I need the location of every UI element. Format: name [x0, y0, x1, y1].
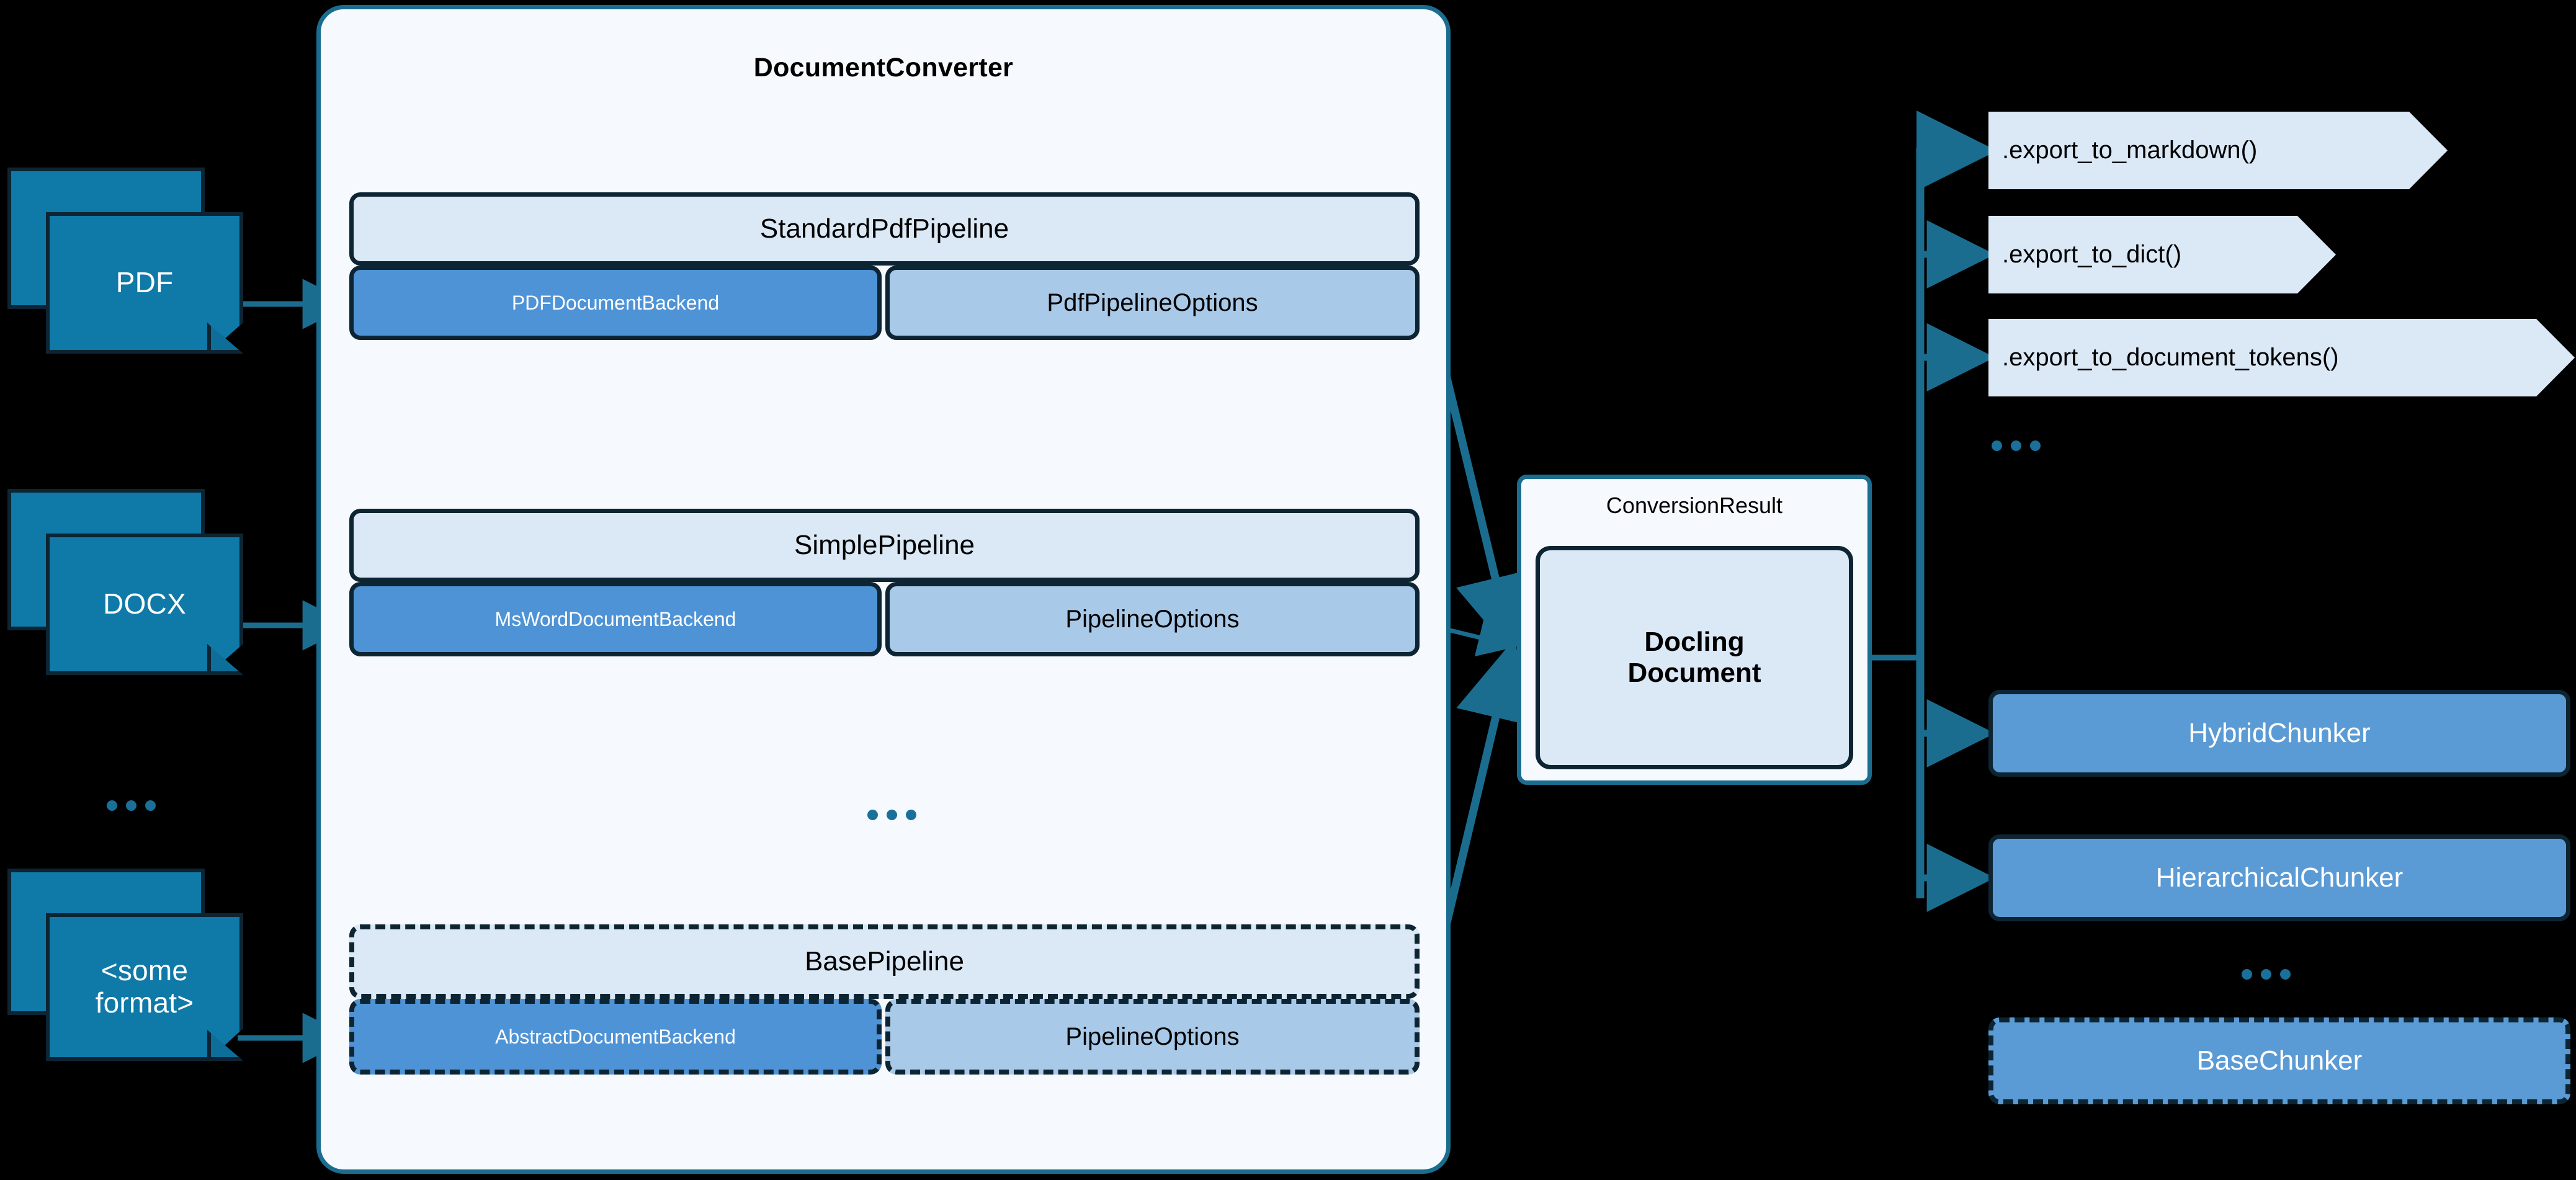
docling-document-node[interactable]: Docling Document	[1536, 546, 1853, 769]
pipeline-options-pipelineoptions[interactable]: PipelineOptions	[885, 582, 1420, 656]
export-label: .export_to_dict()	[2002, 241, 2182, 268]
options-name: PipelineOptions	[1065, 605, 1240, 633]
export-to-markdown-node[interactable]: .export_to_markdown()	[1988, 112, 2448, 189]
export-label: .export_to_document_tokens()	[2002, 344, 2339, 371]
pipeline-name: BasePipeline	[805, 946, 964, 977]
converter-ellipsis	[867, 810, 916, 820]
export-to-document-tokens-node[interactable]: .export_to_document_tokens()	[1988, 319, 2575, 396]
input-doc-label-line2: format>	[95, 986, 194, 1019]
page-title: DocumentConverter	[753, 53, 1014, 83]
options-name: PdfPipelineOptions	[1047, 288, 1258, 316]
pipeline-backend-abstractbackend[interactable]: AbstractDocumentBackend	[349, 999, 882, 1075]
pipeline-options-basepipelineoptions[interactable]: PipelineOptions	[885, 999, 1420, 1075]
pipeline-head-simplepipeline[interactable]: SimplePipeline	[349, 509, 1420, 582]
exports-ellipsis	[1992, 440, 2041, 451]
options-name: PipelineOptions	[1065, 1022, 1240, 1050]
docling-document-line2: Document	[1627, 658, 1761, 688]
chunker-hierarchicalchunker[interactable]: HierarchicalChunker	[1988, 834, 2570, 921]
docling-document-line1: Docling	[1644, 626, 1745, 657]
backend-name: MsWordDocumentBackend	[494, 607, 736, 630]
chunker-label: HybridChunker	[2188, 718, 2371, 748]
pipeline-name: SimplePipeline	[794, 530, 975, 560]
backend-name: PDFDocumentBackend	[511, 291, 720, 314]
input-doc-label: PDF	[115, 266, 174, 299]
input-doc-some-format[interactable]: <some format>	[7, 869, 243, 1061]
pipeline-name: StandardPdfPipeline	[759, 213, 1009, 244]
input-doc-pdf[interactable]: PDF	[7, 168, 243, 354]
pipeline-backend-pdfdocumentbackend[interactable]: PDFDocumentBackend	[349, 266, 882, 340]
chunkers-ellipsis	[2242, 969, 2291, 980]
backend-name: AbstractDocumentBackend	[495, 1025, 736, 1048]
inputs-ellipsis	[107, 800, 156, 811]
chunker-label: HierarchicalChunker	[2155, 862, 2404, 893]
pipeline-head-standardpdfpipeline[interactable]: StandardPdfPipeline	[349, 192, 1420, 266]
pipeline-backend-mswordbackend[interactable]: MsWordDocumentBackend	[349, 582, 882, 656]
input-doc-label: DOCX	[103, 588, 186, 620]
chunker-hybridchunker[interactable]: HybridChunker	[1988, 690, 2570, 777]
pipeline-options-pdfpipelineoptions[interactable]: PdfPipelineOptions	[885, 266, 1420, 340]
chunker-basechunker[interactable]: BaseChunker	[1988, 1017, 2570, 1104]
export-label: .export_to_markdown()	[2002, 136, 2258, 164]
input-doc-label-line1: <some	[101, 954, 189, 987]
input-doc-docx[interactable]: DOCX	[7, 489, 243, 675]
pipeline-head-basepipeline[interactable]: BasePipeline	[349, 924, 1420, 999]
export-to-dict-node[interactable]: .export_to_dict()	[1988, 216, 2336, 293]
conversion-result-title: ConversionResult	[1606, 493, 1783, 518]
chunker-label: BaseChunker	[2196, 1045, 2363, 1076]
